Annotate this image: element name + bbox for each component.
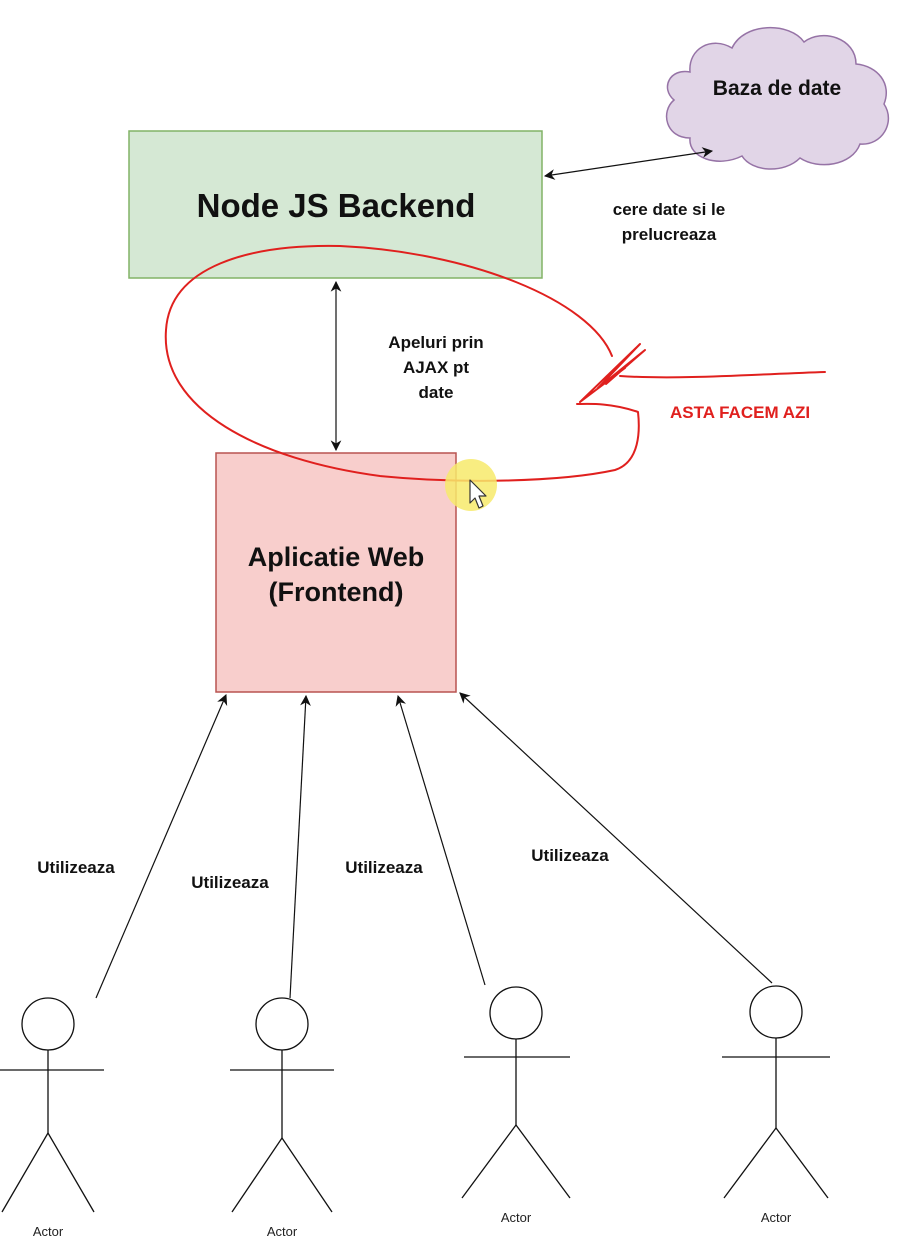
annotation-ellipse xyxy=(164,244,640,482)
actor-2-label: Actor xyxy=(267,1224,298,1239)
edge-actor3-frontend xyxy=(395,694,486,986)
edge-actor1-frontend xyxy=(95,694,228,999)
actor-1-label: Actor xyxy=(33,1224,64,1239)
actor-3-label: Actor xyxy=(501,1210,532,1225)
edge-backend-database-label-line2: prelucreaza xyxy=(622,225,717,244)
actor-3[interactable] xyxy=(461,986,571,1199)
actor-2-leg-left xyxy=(231,1137,283,1213)
frontend-node[interactable]: Aplicatie Web (Frontend) xyxy=(215,452,457,693)
actor-2-leg-right xyxy=(281,1137,333,1213)
uses-label-1: Utilizeaza xyxy=(37,858,115,877)
actor-1[interactable] xyxy=(0,997,104,1213)
edge-backend-database xyxy=(543,147,714,180)
actor-4-label: Actor xyxy=(761,1210,792,1225)
actor-4[interactable] xyxy=(722,985,830,1199)
backend-label: Node JS Backend xyxy=(197,187,476,224)
actor-4-leg-right xyxy=(775,1127,829,1199)
edge-frontend-backend-label-line1: Apeluri prin xyxy=(388,333,483,352)
edge-actor2-frontend xyxy=(289,694,311,999)
uses-label-4: Utilizeaza xyxy=(531,846,609,865)
actor-3-head xyxy=(489,986,543,1040)
uses-label-3: Utilizeaza xyxy=(345,858,423,877)
actor-4-head xyxy=(749,985,803,1039)
mouse-pointer-icon xyxy=(469,479,487,509)
cloud-shape xyxy=(665,27,890,170)
database-node[interactable]: Baza de date xyxy=(665,27,890,170)
edge-frontend-backend-label-line3: date xyxy=(419,383,454,402)
actor-4-leg-left xyxy=(723,1127,777,1199)
actor-3-leg-right xyxy=(515,1124,571,1199)
frontend-box xyxy=(215,452,457,693)
edge-actor4-frontend xyxy=(459,692,773,984)
actor-2[interactable] xyxy=(230,997,334,1213)
edge-backend-database-label-line1: cere date si le xyxy=(613,200,725,219)
database-label: Baza de date xyxy=(713,77,841,100)
actor-1-leg-left xyxy=(1,1132,49,1213)
edge-frontend-backend-label-line2: AJAX pt xyxy=(403,358,469,377)
frontend-label-line2: (Frontend) xyxy=(269,577,404,607)
annotation-scribble xyxy=(164,244,826,482)
actor-1-head xyxy=(21,997,75,1051)
actor-2-head xyxy=(255,997,309,1051)
frontend-label-line1: Aplicatie Web xyxy=(248,542,425,572)
backend-node[interactable]: Node JS Backend xyxy=(128,130,543,279)
annotation-arrowhead xyxy=(579,343,646,403)
annotation-text: ASTA FACEM AZI xyxy=(670,403,810,422)
actor-3-leg-left xyxy=(461,1124,517,1199)
actor-1-leg-right xyxy=(47,1132,95,1213)
backend-box xyxy=(128,130,543,279)
uses-label-2: Utilizeaza xyxy=(191,873,269,892)
annotation-arrow-shaft xyxy=(619,371,826,379)
